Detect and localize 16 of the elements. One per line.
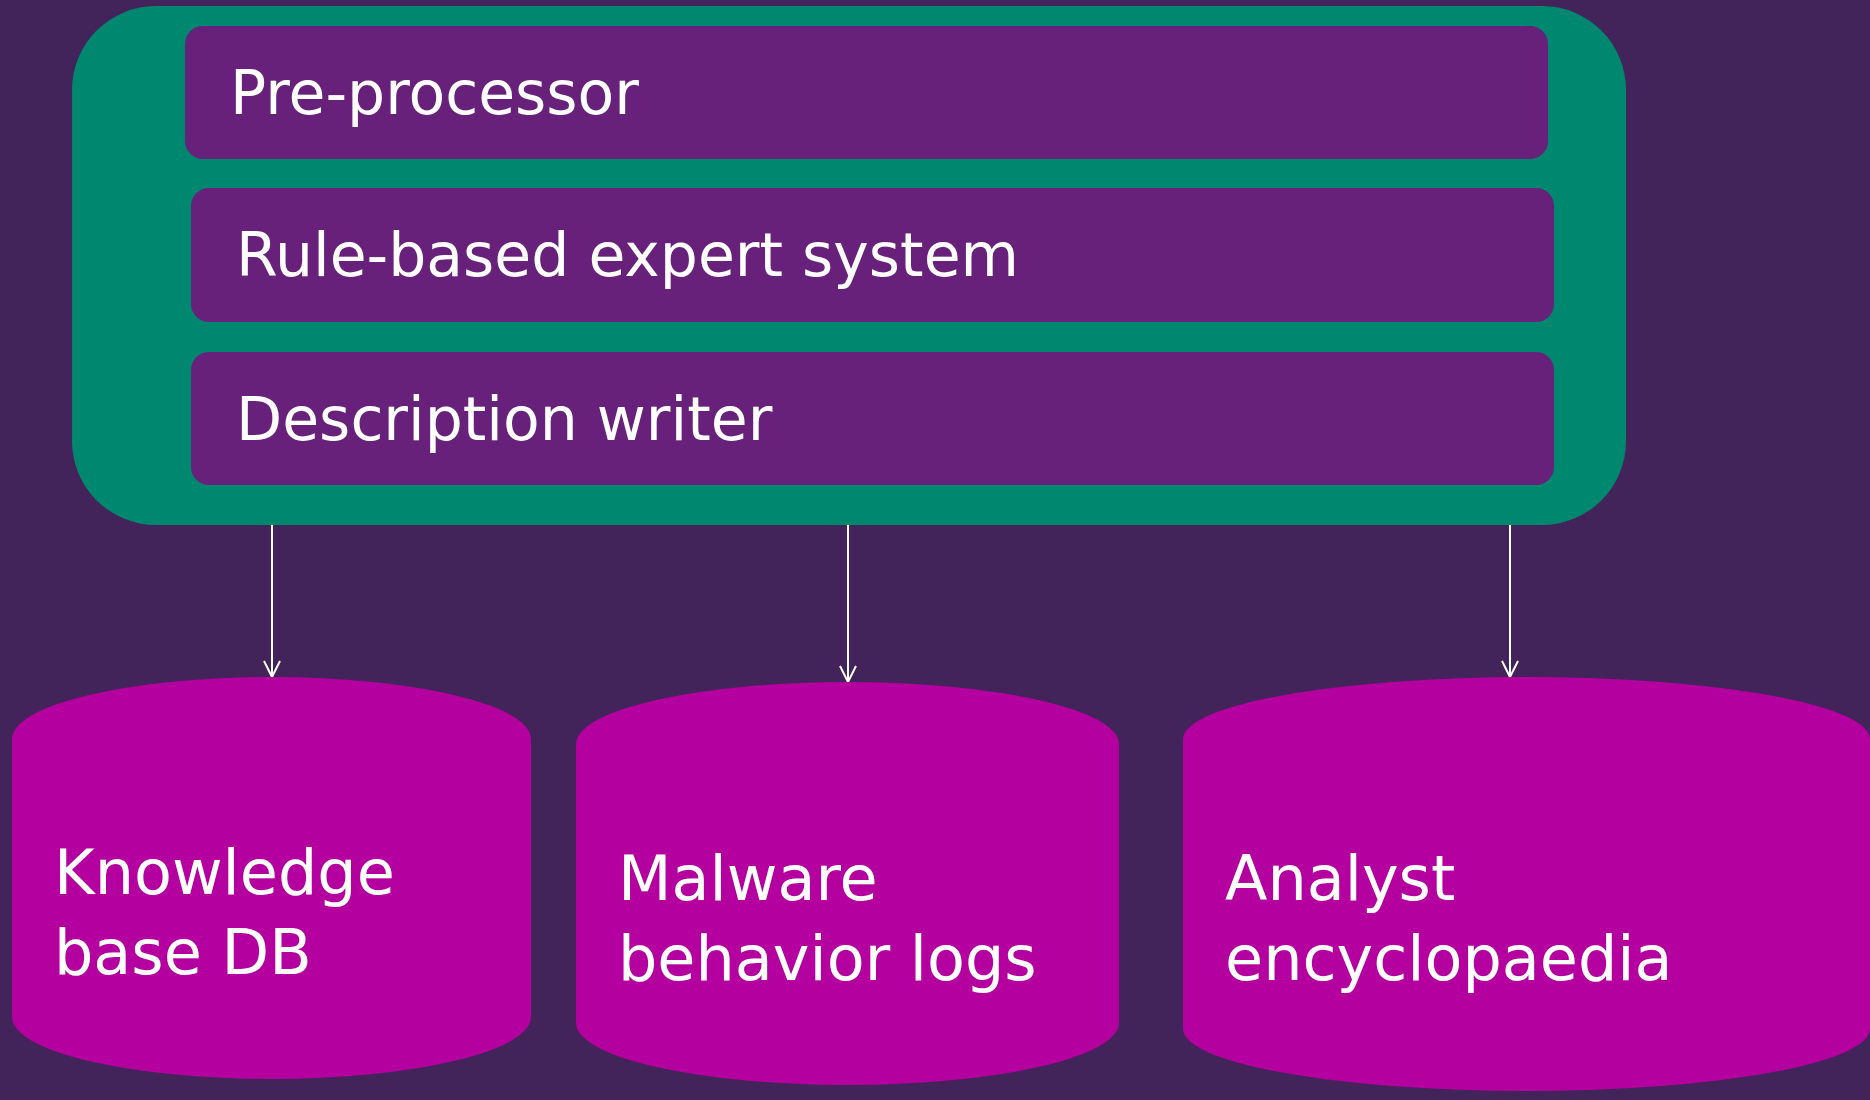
module-container	[72, 6, 1626, 525]
arrow	[1501, 524, 1519, 678]
component-label: Pre-processor	[230, 56, 639, 129]
database-label: Malware behavior logs	[618, 840, 1038, 997]
database-label: Analyst encyclopaedia	[1225, 841, 1674, 997]
component-bar	[191, 188, 1554, 322]
arrow	[263, 524, 281, 678]
component-bar	[185, 26, 1548, 159]
database-cylinder	[576, 682, 1119, 1085]
database-cylinder	[12, 677, 531, 1079]
arrow	[839, 524, 857, 683]
component-bar	[191, 352, 1554, 485]
component-label: Rule-based expert system	[236, 219, 1019, 291]
database-label: Knowledge base DB	[54, 835, 396, 991]
component-label: Description writer	[236, 382, 773, 455]
database-cylinder	[1183, 677, 1870, 1091]
